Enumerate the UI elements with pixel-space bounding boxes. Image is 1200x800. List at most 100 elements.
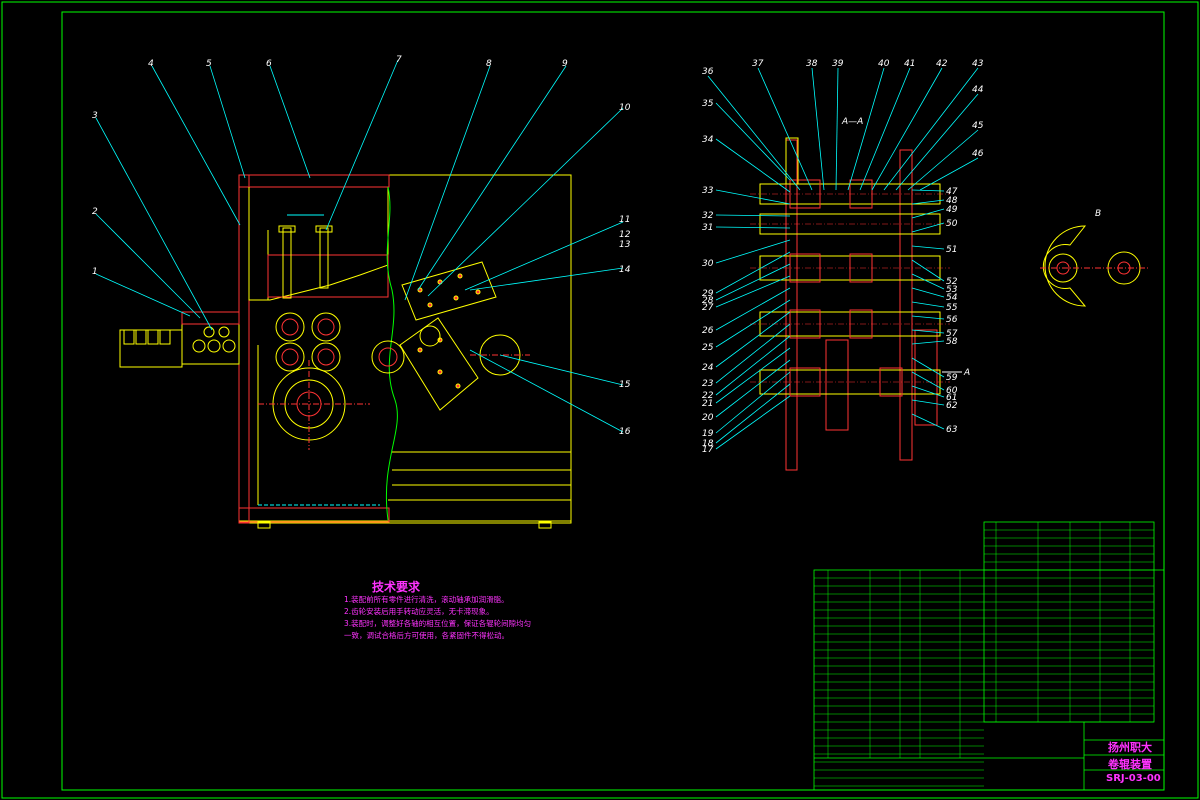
balloon-49: 49 xyxy=(946,205,958,215)
balloon-20: 20 xyxy=(702,413,714,423)
balloon-32: 32 xyxy=(702,211,714,221)
balloon-23: 23 xyxy=(702,379,714,389)
leader-line xyxy=(911,245,945,250)
balloon-57: 57 xyxy=(946,329,958,339)
leader-line xyxy=(715,323,791,384)
balloon-50: 50 xyxy=(946,219,958,229)
balloon-12: 12 xyxy=(619,230,631,240)
balloon-8: 8 xyxy=(486,59,492,69)
leader-line xyxy=(911,208,945,219)
balloon-52: 52 xyxy=(946,277,958,287)
balloon-61: 61 xyxy=(946,393,957,403)
leader-line xyxy=(715,287,791,331)
balloon-7: 7 xyxy=(396,55,402,65)
leader-line xyxy=(911,371,945,391)
balloon-29: 29 xyxy=(702,289,714,299)
balloon-35: 35 xyxy=(702,99,714,109)
balloon-16: 16 xyxy=(619,427,631,437)
leader-line xyxy=(715,371,791,434)
balloon-10: 10 xyxy=(619,103,631,113)
leader-line xyxy=(919,157,979,191)
balloon-19: 19 xyxy=(702,429,714,439)
leader-line xyxy=(715,263,791,301)
section-centerlines xyxy=(750,193,950,383)
leader-line xyxy=(715,189,791,205)
leader-line xyxy=(895,93,979,191)
leader-line xyxy=(715,239,791,264)
leader-line xyxy=(911,287,945,298)
leader-line xyxy=(911,329,945,334)
balloon-5: 5 xyxy=(206,59,212,69)
tech-req-title: 技术要求 xyxy=(372,580,421,594)
leader-line xyxy=(715,275,791,308)
balloon-21: 21 xyxy=(702,399,713,409)
balloon-53: 53 xyxy=(946,285,958,295)
leader-line xyxy=(715,226,791,229)
school-name: 扬州职大 xyxy=(1108,741,1152,754)
leader-line xyxy=(715,359,791,418)
balloon-54: 54 xyxy=(946,293,958,303)
leader-line xyxy=(715,102,791,181)
leader-line xyxy=(911,399,945,406)
leader-line xyxy=(835,67,839,191)
leader-line xyxy=(715,214,791,217)
balloon-37: 37 xyxy=(752,59,764,69)
leader-line xyxy=(883,67,979,191)
tech-req-item: 1.装配前所有零件进行清洗，滚动轴承加润滑脂。 xyxy=(344,595,509,604)
rollers xyxy=(258,312,530,450)
leader-line xyxy=(859,67,911,191)
leader-line xyxy=(715,311,791,368)
balloon-15: 15 xyxy=(619,380,631,390)
balloon-56: 56 xyxy=(946,315,958,325)
leader-line xyxy=(907,129,979,191)
arrow-mark: A xyxy=(963,368,970,378)
balloon-40: 40 xyxy=(878,59,890,69)
balloon-44: 44 xyxy=(972,85,984,95)
leader-line xyxy=(871,67,943,191)
leader-line xyxy=(911,199,945,205)
drawing-name: 卷辊装置 xyxy=(1108,758,1152,771)
leader-line xyxy=(715,395,791,450)
tech-req-item: 2.齿轮安装后用手转动应灵活，无卡滞现象。 xyxy=(344,607,494,616)
balloon-27: 27 xyxy=(702,303,714,313)
balloon-28: 28 xyxy=(702,296,714,306)
balloon-51: 51 xyxy=(946,245,957,255)
balloon-17: 17 xyxy=(702,445,714,455)
leaders-right xyxy=(707,67,979,450)
balloon-1: 1 xyxy=(92,267,98,277)
balloon-60: 60 xyxy=(946,386,958,396)
balloon-43: 43 xyxy=(972,59,984,69)
leader-line xyxy=(757,67,813,191)
balloon-9: 9 xyxy=(562,59,568,69)
balloon-6: 6 xyxy=(266,59,272,69)
balloon-42: 42 xyxy=(936,59,948,69)
balloon-33: 33 xyxy=(702,186,714,196)
balloon-30: 30 xyxy=(702,259,714,269)
leader-line xyxy=(715,347,791,404)
balloon-58: 58 xyxy=(946,337,958,347)
guide-plates xyxy=(399,261,497,411)
leader-line xyxy=(715,251,791,294)
leader-line xyxy=(911,413,945,430)
leader-line xyxy=(911,259,945,282)
balloon-25: 25 xyxy=(702,343,714,353)
balloon-31: 31 xyxy=(702,223,713,233)
balloon-14: 14 xyxy=(619,265,631,275)
tech-req-list: 1.装配前所有零件进行清洗，滚动轴承加润滑脂。 2.齿轮安装后用手转动应灵活，无… xyxy=(344,594,534,642)
balloon-63: 63 xyxy=(946,425,958,435)
balloon-13: 13 xyxy=(619,240,631,250)
balloon-45: 45 xyxy=(972,121,984,131)
input-clamp xyxy=(119,311,240,368)
leader-line xyxy=(715,335,791,396)
leader-line xyxy=(911,315,945,320)
balloon-47: 47 xyxy=(946,187,958,197)
parts-list-rows xyxy=(814,522,1154,787)
detail-view-b xyxy=(1040,225,1150,307)
inner-frame xyxy=(61,11,1165,791)
section-mark: A—A xyxy=(841,117,863,127)
leader-line xyxy=(911,189,945,192)
